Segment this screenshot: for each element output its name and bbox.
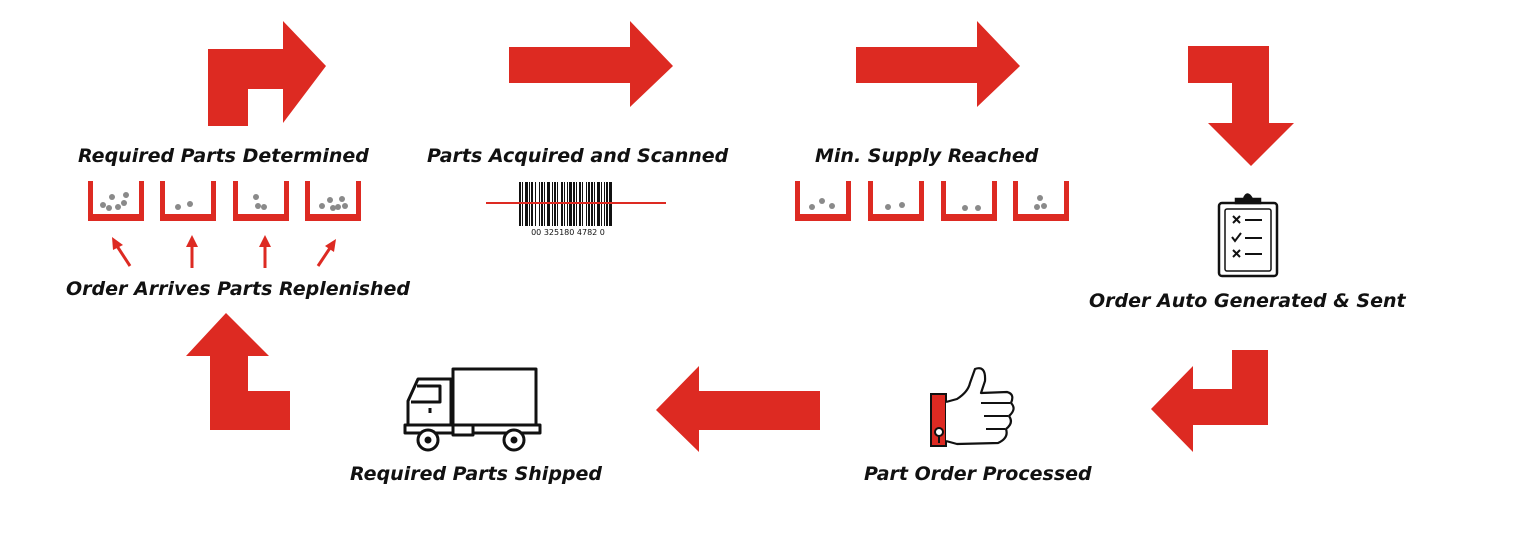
arrow-left-up-7	[186, 313, 290, 430]
parts-bins-low	[795, 181, 1069, 221]
parts-bin-icon	[160, 181, 216, 221]
arrow-right-2	[509, 21, 673, 107]
replenish-arrows	[112, 235, 336, 268]
delivery-truck-icon	[403, 367, 542, 452]
step-required-parts-shipped: Required Parts Shipped	[350, 463, 603, 485]
parts-bin-icon	[233, 181, 289, 221]
step-order-auto-generated: Order Auto Generated & Sent	[1089, 290, 1406, 312]
step-min-supply-reached: Min. Supply Reached	[815, 145, 1039, 167]
parts-bin-icon	[305, 181, 361, 221]
thumbs-up-icon	[930, 367, 1015, 447]
parts-bin-low-icon	[1013, 181, 1069, 221]
small-arrow-icon	[112, 237, 132, 267]
step-order-arrives-replenished: Order Arrives Parts Replenished	[66, 278, 410, 300]
step-part-order-processed: Part Order Processed	[864, 463, 1092, 485]
arrow-up-right-1	[208, 21, 326, 126]
arrow-down-left-5	[1151, 350, 1268, 452]
arrow-left-6	[656, 366, 820, 452]
parts-bin-low-icon	[941, 181, 997, 221]
parts-bins-full	[88, 181, 361, 221]
parts-bin-low-icon	[795, 181, 851, 221]
step-parts-acquired-scanned: Parts Acquired and Scanned	[427, 145, 729, 167]
barcode-number: 00 325180 4782 0	[531, 228, 605, 237]
clipboard-checklist-icon	[1217, 193, 1279, 278]
parts-bin-low-icon	[868, 181, 924, 221]
parts-bin-icon	[88, 181, 144, 221]
small-arrow-icon	[186, 235, 198, 268]
small-arrow-icon	[316, 239, 336, 267]
arrow-right-3	[856, 21, 1020, 107]
arrow-right-down-4	[1188, 46, 1294, 166]
step-required-parts-determined: Required Parts Determined	[78, 145, 369, 167]
barcode-icon: 00 325180 4782 0	[486, 182, 666, 237]
small-arrow-icon	[259, 235, 271, 268]
